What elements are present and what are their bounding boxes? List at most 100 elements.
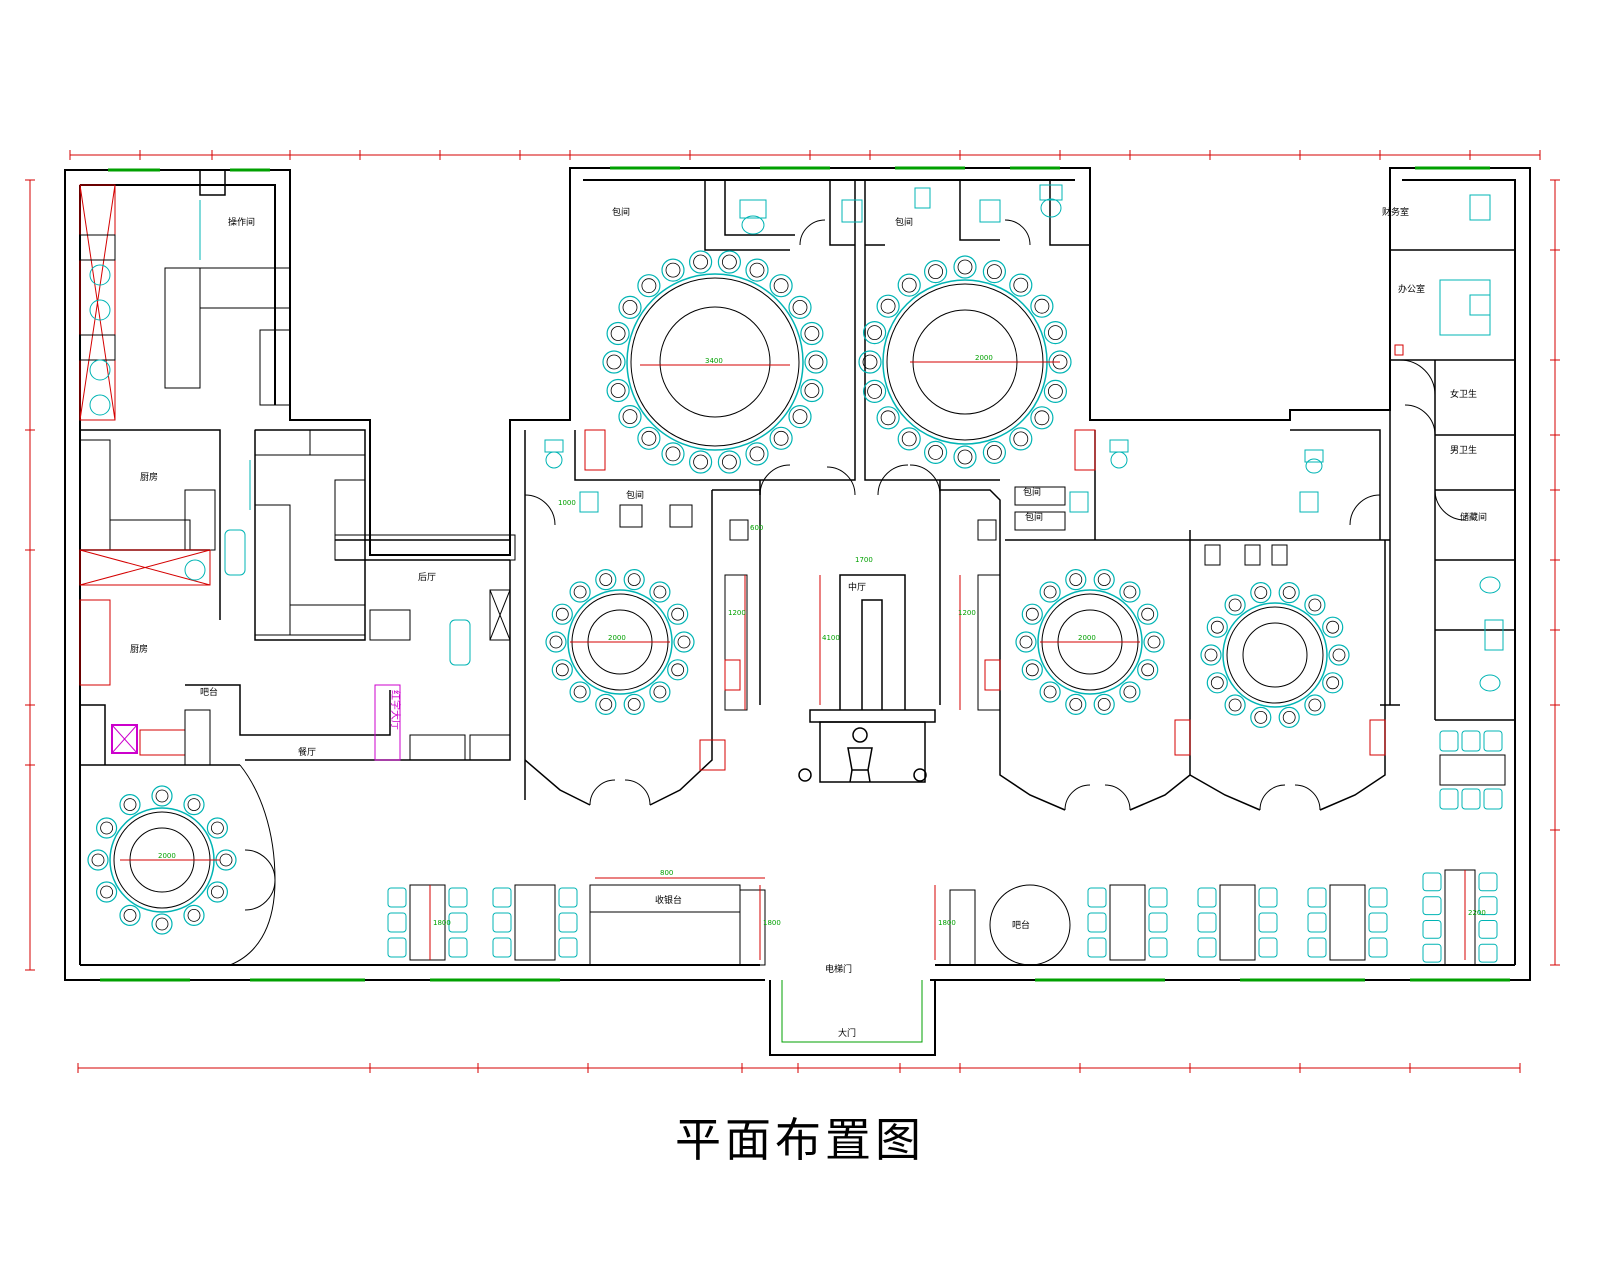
booth-3 (1087, 884, 1168, 961)
chair (1039, 581, 1061, 603)
booth-seat (1197, 937, 1217, 958)
chair (618, 295, 642, 319)
chair (1021, 603, 1043, 625)
dim-hall-width: 1700 (855, 556, 873, 564)
booth-seat (1478, 872, 1498, 892)
booth-seat (1439, 730, 1459, 752)
booth-seat (448, 887, 468, 908)
drawing-title: 平面布置图 (675, 1113, 925, 1167)
booth-seat (1422, 920, 1442, 939)
chair (688, 250, 713, 274)
label-kitchen-top: 操作间 (228, 216, 255, 228)
chair (1206, 672, 1228, 694)
label-finance: 财务室 (1382, 206, 1409, 218)
dimension-labels: 3400 2000 2000 2000 2000 1700 4100 1800 … (158, 354, 1486, 927)
chair (602, 350, 626, 374)
booth-seating (387, 730, 1506, 966)
booth-seat (1307, 912, 1327, 933)
booth-seat (558, 937, 578, 958)
label-round-counter: 吧台 (1012, 919, 1030, 931)
booth-4 (1197, 884, 1278, 961)
chair (953, 445, 977, 469)
chair (595, 568, 617, 591)
chair (1030, 406, 1054, 430)
chair (183, 793, 205, 816)
kitchen-equipment (79, 184, 516, 766)
chair (667, 603, 689, 625)
chair (769, 426, 793, 450)
label-private-room-4: 包间 (1023, 486, 1041, 498)
dim-table-2: 2000 (975, 354, 993, 362)
booth-seat (1258, 912, 1278, 933)
dim-table-5: 2000 (158, 852, 176, 860)
booth-seat (1148, 912, 1168, 933)
booth-seat (1087, 912, 1107, 933)
chair (862, 379, 887, 403)
label-central-hall: 中厅 (848, 581, 866, 593)
chair (1278, 581, 1300, 604)
booth-seat (387, 887, 407, 908)
toilets (544, 184, 1504, 692)
left-dimension-line (25, 179, 35, 971)
booth-seat (1368, 937, 1388, 958)
table-private-5 (1200, 581, 1350, 729)
windows (100, 166, 1510, 982)
chair (1322, 616, 1344, 638)
chair (649, 581, 671, 603)
booth-seat (1258, 887, 1278, 908)
chair (897, 273, 921, 297)
label-private-room-3: 包间 (626, 489, 644, 501)
doors (229, 219, 1466, 966)
table-private-3 (545, 568, 695, 716)
chair (569, 581, 591, 603)
chair (769, 274, 793, 298)
table-private-4 (1015, 568, 1165, 716)
dim-misc-a: 600 (750, 524, 763, 532)
chair (95, 881, 118, 903)
dim-table-3: 2000 (608, 634, 626, 642)
chair (1328, 644, 1350, 666)
bottom-dimension-line (77, 1063, 1521, 1073)
label-female-wc: 女卫生 (1450, 388, 1477, 400)
chair (569, 681, 591, 703)
chair (1224, 694, 1246, 716)
chair (1322, 672, 1344, 694)
chair (623, 568, 645, 591)
chair (1304, 594, 1326, 616)
interior-dimensions (120, 361, 1466, 960)
chair (858, 350, 882, 374)
chair (1065, 693, 1087, 716)
chair (1119, 681, 1141, 703)
chair (923, 440, 948, 464)
label-storage: 储藏间 (1460, 511, 1487, 523)
dim-cashier: 800 (660, 869, 673, 877)
dim-misc-b: 1200 (728, 609, 746, 617)
chair (545, 631, 567, 653)
chair (1015, 631, 1037, 653)
chair (982, 440, 1007, 464)
label-table-sign: 餐厅 (298, 746, 316, 758)
booth-seat (1483, 730, 1503, 752)
chair (606, 378, 630, 403)
booth-seat (1148, 937, 1168, 958)
chair (923, 260, 948, 284)
chair (206, 881, 228, 903)
chair (717, 450, 742, 474)
interior-walls (80, 170, 1515, 811)
booth-5 (1307, 884, 1388, 961)
chair (688, 450, 713, 474)
chair (745, 442, 769, 466)
label-entrance-stair: 电梯门 (825, 963, 852, 975)
chair (804, 350, 828, 374)
top-dimension-line (69, 150, 1541, 160)
dim-seat-col-3: 1800 (938, 919, 956, 927)
chair (1043, 321, 1068, 345)
booth-seat (492, 887, 512, 908)
chair (788, 405, 812, 429)
booth-seat (387, 912, 407, 933)
booth-seat (1258, 937, 1278, 958)
chair (618, 405, 642, 429)
booth-7 (1439, 730, 1506, 810)
dim-hall-len: 4100 (822, 634, 840, 642)
label-counter: 吧台 (200, 686, 218, 698)
